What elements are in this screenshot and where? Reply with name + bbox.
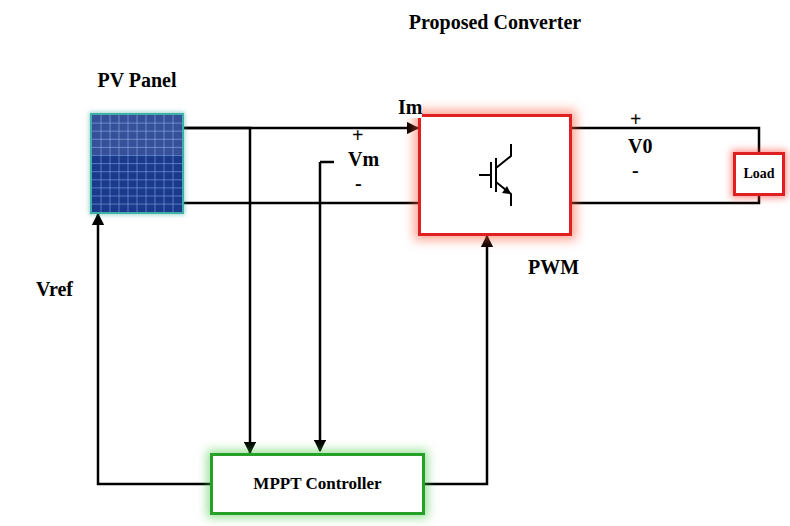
controller-box: MPPT Controller xyxy=(210,453,425,515)
terminal-label: Vm xyxy=(348,148,379,170)
node-text-group: MPPT Controller xyxy=(253,474,381,494)
pv-panel-node: PV Panel xyxy=(90,68,184,214)
node-text: MPPT Controller xyxy=(253,474,381,494)
node-text: Load xyxy=(743,166,774,182)
terminal-label: + xyxy=(630,108,641,130)
connector xyxy=(572,128,759,203)
signal-label: PWM xyxy=(528,256,579,278)
wire xyxy=(184,202,418,205)
pv-panel-illustration xyxy=(92,115,182,212)
vm-sense-wire xyxy=(320,162,334,451)
node-text-group: Load xyxy=(743,166,774,182)
pv-panel xyxy=(90,113,184,214)
wire xyxy=(98,214,210,484)
node-title: PV Panel xyxy=(70,68,204,92)
terminal-label: - xyxy=(632,159,639,181)
pv-cell-grid xyxy=(92,115,182,212)
wire xyxy=(572,128,759,152)
wire xyxy=(572,196,759,203)
connector xyxy=(425,236,487,484)
converter-box xyxy=(418,114,572,236)
wire xyxy=(425,236,487,484)
connector xyxy=(184,128,250,453)
wire xyxy=(184,128,250,453)
node-title: Proposed Converter xyxy=(398,10,592,34)
terminal-label: + xyxy=(352,124,363,146)
igbt-symbol xyxy=(465,140,525,210)
load-box: Load xyxy=(733,152,785,196)
signal-label: Im xyxy=(398,96,422,118)
terminal-label: - xyxy=(355,172,362,194)
converter-node: Proposed Converter xyxy=(418,10,572,236)
terminal-label: V0 xyxy=(628,135,652,157)
connector xyxy=(98,214,210,484)
signal-label: Vref xyxy=(36,278,73,300)
connector xyxy=(184,128,418,203)
